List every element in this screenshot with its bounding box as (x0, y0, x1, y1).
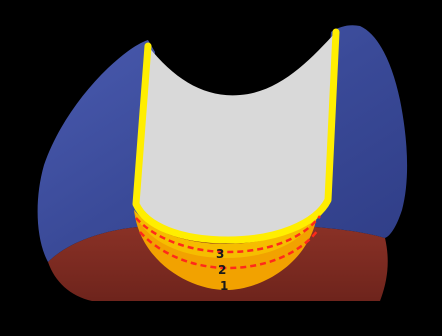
zone-label-1: 1 (220, 279, 228, 293)
zone-label-2: 2 (218, 263, 226, 277)
zone-label-3: 3 (216, 247, 224, 261)
